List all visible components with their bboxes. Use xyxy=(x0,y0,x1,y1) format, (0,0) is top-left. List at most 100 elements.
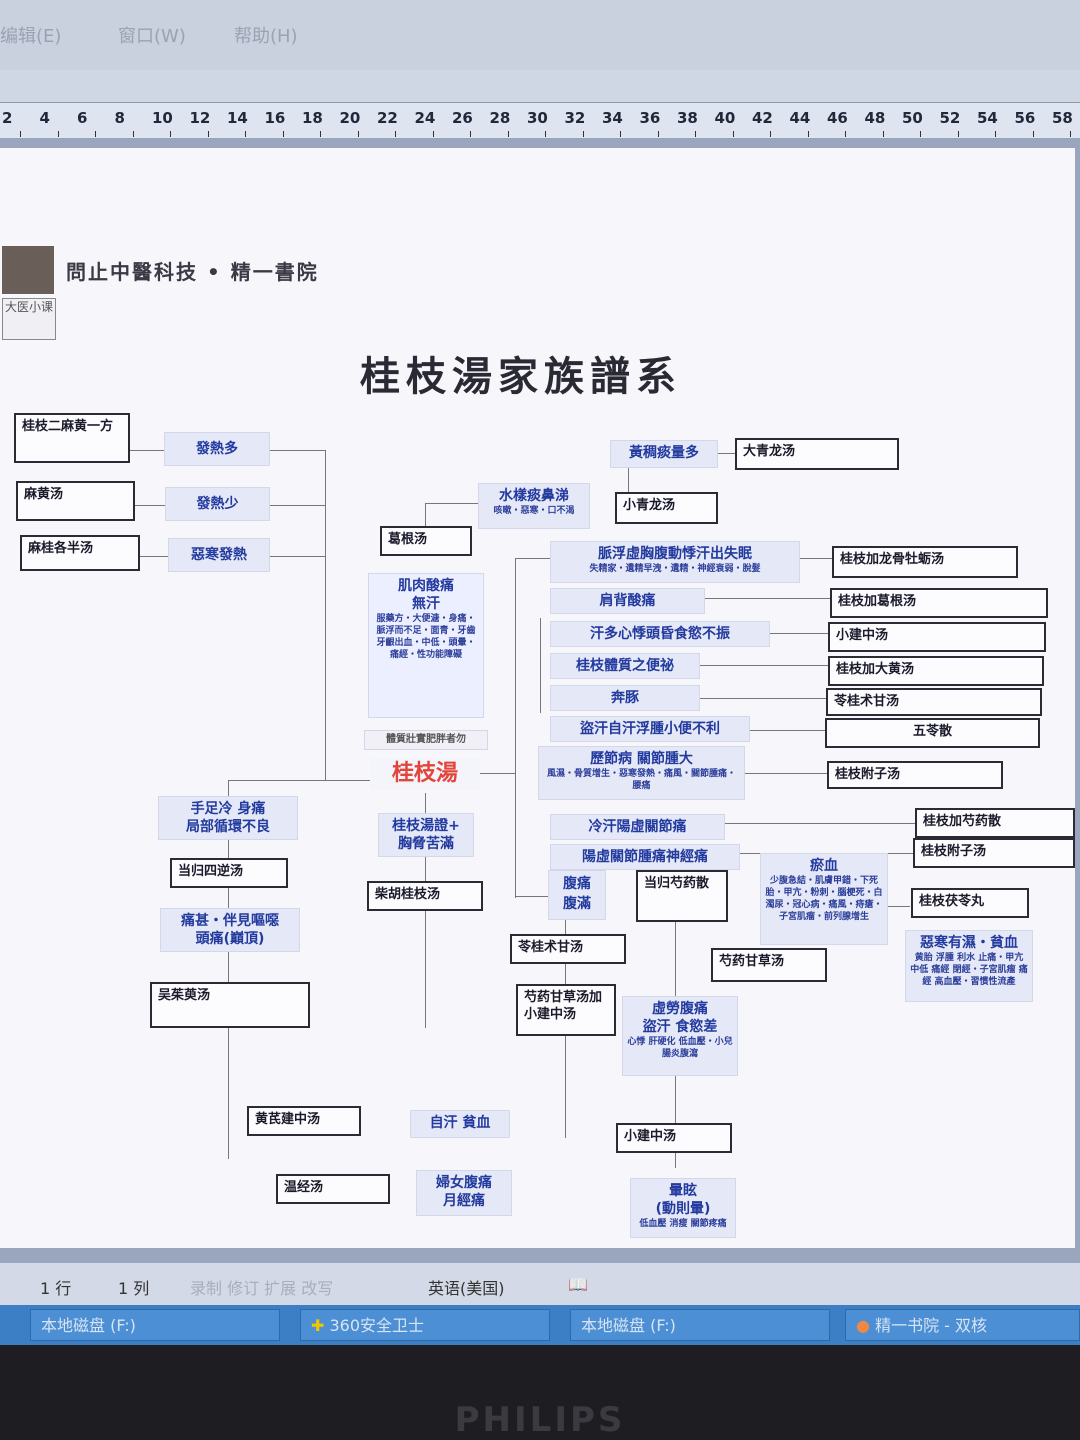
ruler-tick xyxy=(545,131,546,137)
connector-line xyxy=(515,558,516,898)
formula-box[interactable]: 苓桂术甘汤 xyxy=(510,934,626,964)
symptom-label: 發熱多 xyxy=(164,432,270,466)
connector-line xyxy=(425,503,426,533)
logo-image xyxy=(2,246,54,294)
taskbar-item-label: 本地磁盘 (F:) xyxy=(581,1316,676,1335)
formula-box[interactable]: 当归四逆汤 xyxy=(170,858,288,888)
formula-box[interactable]: 五苓散 xyxy=(825,718,1040,748)
document-page[interactable]: 問止中醫科技 • 精一書院 大医小课 桂枝湯家族譜系 xyxy=(0,148,1075,1248)
menu-edit[interactable]: 编辑(E) xyxy=(0,26,62,47)
ruler-tick xyxy=(95,131,96,137)
formula-box[interactable]: 大青龙汤 xyxy=(735,438,899,470)
ruler-number: 48 xyxy=(864,109,886,127)
symptom-label: 痛甚・伴見嘔噁 頭痛(巔頂) xyxy=(160,908,300,952)
monitor-bezel xyxy=(0,1345,1080,1440)
symptom-detail: 失精家・遺精早洩・遺精・神經衰弱・脫髮 xyxy=(589,564,761,574)
formula-box[interactable]: 桂枝加龙骨牡蛎汤 xyxy=(832,546,1018,578)
symptom-text: 頭痛(巔頂) xyxy=(195,931,265,947)
symptom-text: 歷節病 關節腫大 xyxy=(590,751,693,767)
symptom-label: 婦女腹痛 月經痛 xyxy=(416,1170,512,1216)
formula-box[interactable]: 温经汤 xyxy=(276,1174,390,1204)
ruler-tick xyxy=(732,131,734,137)
ruler-tick xyxy=(770,131,771,137)
symptom-label: 發熱少 xyxy=(165,487,270,521)
ruler-number: 50 xyxy=(902,109,923,127)
ruler-number: 8 xyxy=(114,109,125,127)
symptom-text: 盜汗 食慾差 xyxy=(642,1019,718,1035)
taskbar-item-disk[interactable]: 本地磁盘 (F:) xyxy=(30,1309,280,1341)
ruler-number: 34 xyxy=(602,109,623,127)
formula-box[interactable]: 芍药甘草汤加小建中汤 xyxy=(516,984,616,1036)
connector-line xyxy=(710,453,735,454)
taskbar-item-disk[interactable]: 本地磁盘 (F:) xyxy=(570,1309,830,1341)
formula-box[interactable]: 桂枝加大黄汤 xyxy=(828,656,1044,686)
symptom-text: 痛甚・伴見嘔噁 xyxy=(181,913,279,929)
symptom-detail: 少腹急結・肌膚甲錯・下死胎・甲亢・粉刺・腦梗死・白濁尿・冠心病・痛風・痔瘡・子宮… xyxy=(765,876,883,922)
ruler-tick xyxy=(57,131,59,137)
monitor-brand-logo: PHILIPS xyxy=(454,1400,626,1440)
formula-box[interactable]: 桂枝茯苓丸 xyxy=(911,888,1029,918)
root-formula-guizhi-tang[interactable]: 桂枝湯 xyxy=(370,758,480,790)
status-bar: 1 行 1 列 录制 修订 扩展 改写 英语(美国) 📖 xyxy=(0,1263,1080,1305)
symptom-label: 桂枝湯證+ 胸脅苦滿 xyxy=(378,813,474,857)
status-language[interactable]: 英语(美国) xyxy=(428,1279,505,1298)
formula-box[interactable]: 桂枝附子汤 xyxy=(913,838,1075,868)
ruler-tick xyxy=(470,131,471,137)
ruler-tick xyxy=(320,131,321,137)
formula-box[interactable]: 黄芪建中汤 xyxy=(247,1106,361,1136)
formula-box[interactable]: 当归芍药散 xyxy=(636,870,728,922)
ruler-number: 58 xyxy=(1052,109,1073,127)
connector-line xyxy=(705,598,830,599)
formula-box[interactable]: 桂枝附子汤 xyxy=(827,761,1003,789)
connector-line xyxy=(228,780,370,781)
ruler-tick xyxy=(620,131,621,137)
taskbar-item-360[interactable]: ✚ 360安全卫士 xyxy=(300,1309,550,1341)
connector-line xyxy=(700,665,828,666)
formula-box[interactable]: 葛根汤 xyxy=(380,526,472,556)
shield-icon: ✚ xyxy=(311,1316,325,1335)
symptom-label: 虛勞腹痛 盜汗 食慾差 心悸 肝硬化 低血壓・小兒腸炎腹瀉 xyxy=(622,996,738,1076)
spellcheck-icon[interactable]: 📖 xyxy=(568,1275,588,1294)
formula-box[interactable]: 小建中汤 xyxy=(828,622,1046,652)
formula-box[interactable]: 小建中汤 xyxy=(616,1123,732,1153)
ruler-number: 10 xyxy=(152,109,173,127)
ruler-number: 40 xyxy=(714,109,736,127)
formula-box[interactable]: 柴胡桂枝汤 xyxy=(367,881,483,911)
symptom-label: 桂枝體質之便祕 xyxy=(550,653,700,679)
connector-line xyxy=(750,730,825,731)
formula-box[interactable]: 苓桂术甘汤 xyxy=(826,688,1042,716)
status-modes[interactable]: 录制 修订 扩展 改写 xyxy=(190,1279,334,1298)
ruler-tick xyxy=(807,131,809,137)
caution-note: 體質壯實肥胖者勿 xyxy=(364,730,488,750)
symptom-label: 腹痛 腹滿 xyxy=(548,870,606,920)
formula-box[interactable]: 麻桂各半汤 xyxy=(20,535,140,571)
connector-line xyxy=(270,556,326,557)
symptom-text: 虛勞腹痛 xyxy=(652,1001,708,1017)
taskbar-item-label: 本地磁盘 (F:) xyxy=(41,1316,136,1335)
formula-box[interactable]: 芍药甘草汤 xyxy=(711,948,827,982)
taskbar-item-browser[interactable]: ● 精一书院 - 双核 xyxy=(845,1309,1080,1341)
connector-line xyxy=(540,618,541,713)
symptom-text: 腹滿 xyxy=(563,896,591,912)
formula-box[interactable]: 麻黄汤 xyxy=(16,481,135,521)
symptom-text: 惡寒有濕・貧血 xyxy=(920,935,1018,951)
formula-box[interactable]: 桂枝加芍药散 xyxy=(915,808,1075,838)
connector-line xyxy=(770,633,828,634)
formula-box[interactable]: 桂枝加葛根汤 xyxy=(830,588,1048,618)
ruler-number: 46 xyxy=(827,109,848,127)
connector-line xyxy=(700,698,826,699)
taskbar-item-label: 精一书院 - 双核 xyxy=(875,1316,988,1335)
course-badge: 大医小课 xyxy=(2,298,56,340)
formula-box[interactable]: 桂枝二麻黄一方 xyxy=(14,413,130,463)
symptom-detail: 服藥方・大便溏・身痛・脈浮而不足・面青・牙齒牙齦出血・中低・頭暈・痛經・性功能障… xyxy=(376,614,476,660)
connector-line xyxy=(480,773,515,774)
ruler-tick xyxy=(1032,131,1034,137)
menu-help[interactable]: 帮助(H) xyxy=(234,26,298,47)
symptom-text: 脈浮虛胸腹動悸汗出失眠 xyxy=(598,546,752,562)
ruler-number: 52 xyxy=(939,109,961,127)
formula-box[interactable]: 小青龙汤 xyxy=(615,492,718,524)
menu-window[interactable]: 窗口(W) xyxy=(118,26,186,47)
ruler-tick xyxy=(282,131,284,137)
formula-box[interactable]: 吴茱萸汤 xyxy=(150,982,310,1028)
